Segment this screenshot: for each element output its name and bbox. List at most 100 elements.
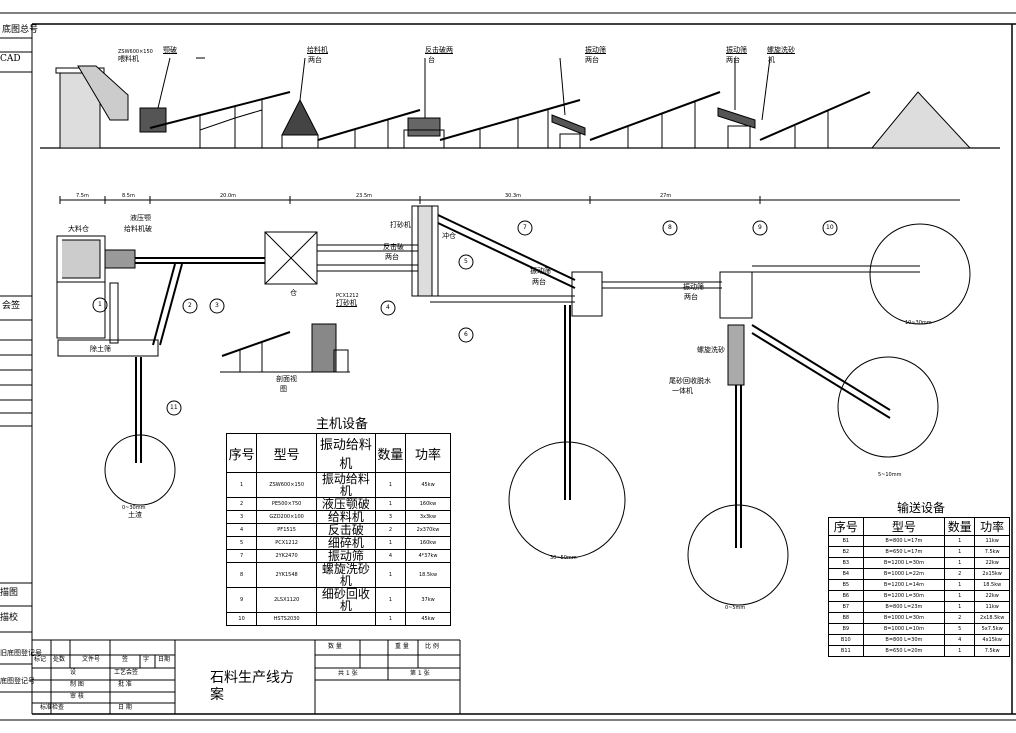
table-cell: 4 xyxy=(944,634,976,646)
conv-header-qty: 数量 xyxy=(944,517,976,536)
table-cell: 7.5kw xyxy=(974,546,1010,558)
table-cell: 1 xyxy=(944,546,976,558)
header-model: 型号 xyxy=(256,433,318,473)
table-cell: B1 xyxy=(828,535,864,547)
tb-design: 设 xyxy=(70,669,77,676)
table-cell: B5 xyxy=(828,579,864,591)
main-table-title: 主机设备 xyxy=(316,417,369,432)
plan-label-big-hopper: 大料仓 xyxy=(68,225,89,233)
elev-label-feeder-two: 两台 xyxy=(308,56,322,64)
plan-label-screen: 振动筛 xyxy=(530,267,551,275)
dim-5: 30.3m xyxy=(505,193,522,199)
table-cell: 2x18.5kw xyxy=(974,612,1010,624)
table-cell: 45kw xyxy=(405,612,451,626)
margin-label-base-no: 底图总号 xyxy=(2,25,39,35)
table-cell: ZSW600×150 xyxy=(256,472,318,498)
table-cell: 11kw xyxy=(974,601,1010,613)
elev-label-sand-washer: 螺旋洗砂 xyxy=(767,46,795,54)
table-cell: 反击破 xyxy=(316,523,376,537)
table-cell: PCX1212 xyxy=(256,536,318,550)
table-cell: 5 xyxy=(225,536,258,550)
margin-label-countersign: 会签 xyxy=(2,301,21,311)
table-cell: 液压颚破 xyxy=(316,497,376,511)
dim-6: 27m xyxy=(660,193,672,199)
tb-file: 文件号 xyxy=(82,656,101,663)
table-cell: 1 xyxy=(225,472,258,498)
table-cell: 4*37kw xyxy=(405,549,451,563)
plan-label-side-view: 剖面视 xyxy=(276,375,297,383)
table-cell: 8 xyxy=(225,562,258,588)
elev-label-impact-two: 台 xyxy=(428,56,435,64)
conv-table-title: 输送设备 xyxy=(897,501,946,515)
table-cell: B2 xyxy=(828,546,864,558)
tb-count: 处数 xyxy=(53,656,66,663)
plan-label-side-view-2: 图 xyxy=(280,385,287,393)
table-cell: 给料机 xyxy=(316,510,376,524)
table-cell: 2 xyxy=(374,523,407,537)
table-cell: 22kw xyxy=(974,590,1010,602)
table-cell: HSTS2030 xyxy=(256,612,318,626)
circle-num-6: 6 xyxy=(464,331,468,338)
table-cell: GZD200×100 xyxy=(256,510,318,524)
table-cell: 10 xyxy=(225,612,258,626)
conv-header-model: 型号 xyxy=(862,517,946,536)
table-cell: B=1000 L=10m xyxy=(862,623,946,635)
table-cell: 18.5kw xyxy=(974,579,1010,591)
plan-label-silo: 仓 xyxy=(290,289,297,297)
table-cell: 2 xyxy=(944,612,976,624)
table-cell: 4 xyxy=(374,549,407,563)
header-power: 功率 xyxy=(405,433,451,473)
table-cell: 3 xyxy=(374,510,407,524)
elev-label-model: ZSW600×150 xyxy=(118,49,153,55)
table-cell: 1 xyxy=(944,645,976,657)
tb-mark: 标记 xyxy=(34,656,47,663)
table-cell: 1 xyxy=(374,612,407,626)
table-cell: 37kw xyxy=(405,587,451,613)
table-cell: B8 xyxy=(828,612,864,624)
plan-label-pcx: PCX1212 xyxy=(336,293,359,299)
circle-num-10: 10 xyxy=(826,224,834,231)
table-cell: B7 xyxy=(828,601,864,613)
table-cell: 22kw xyxy=(974,557,1010,569)
tb-sign: 签 xyxy=(122,656,129,663)
elev-label-feeder: 喂料机 xyxy=(118,55,139,63)
pile-label-mid: 30~50mm xyxy=(550,555,577,561)
plan-label-chong: 冲仓 xyxy=(442,232,456,240)
table-cell: 1 xyxy=(374,472,407,498)
plan-label-impact: 反击破 xyxy=(383,243,404,251)
elev-label-impact: 反击破两 xyxy=(425,46,453,54)
table-cell: 3x3kw xyxy=(405,510,451,524)
pile-label-small: 0~30mm xyxy=(122,505,146,511)
elev-label-screen-two: 两台 xyxy=(585,56,599,64)
tb-total: 共 1 张 xyxy=(338,670,358,677)
table-cell: B9 xyxy=(828,623,864,635)
table-cell: PF1515 xyxy=(256,523,318,537)
dim-2: 8.5m xyxy=(122,193,135,199)
table-cell: 振动筛 xyxy=(316,549,376,563)
circle-num-4: 4 xyxy=(386,304,390,311)
tb-draw: 制 图 xyxy=(70,681,84,688)
table-cell: 1 xyxy=(944,590,976,602)
plan-label-screen-2: 两台 xyxy=(532,278,546,286)
circle-num-7: 7 xyxy=(523,224,527,231)
plan-label-screen-b2: 两台 xyxy=(684,293,698,301)
plan-view xyxy=(56,196,971,606)
conv-header-no: 序号 xyxy=(828,517,864,536)
table-cell: 5x7.5kw xyxy=(974,623,1010,635)
table-cell: 1 xyxy=(944,557,976,569)
tb-check: 审 核 xyxy=(70,693,84,700)
table-cell: 2YK2470 xyxy=(256,549,318,563)
